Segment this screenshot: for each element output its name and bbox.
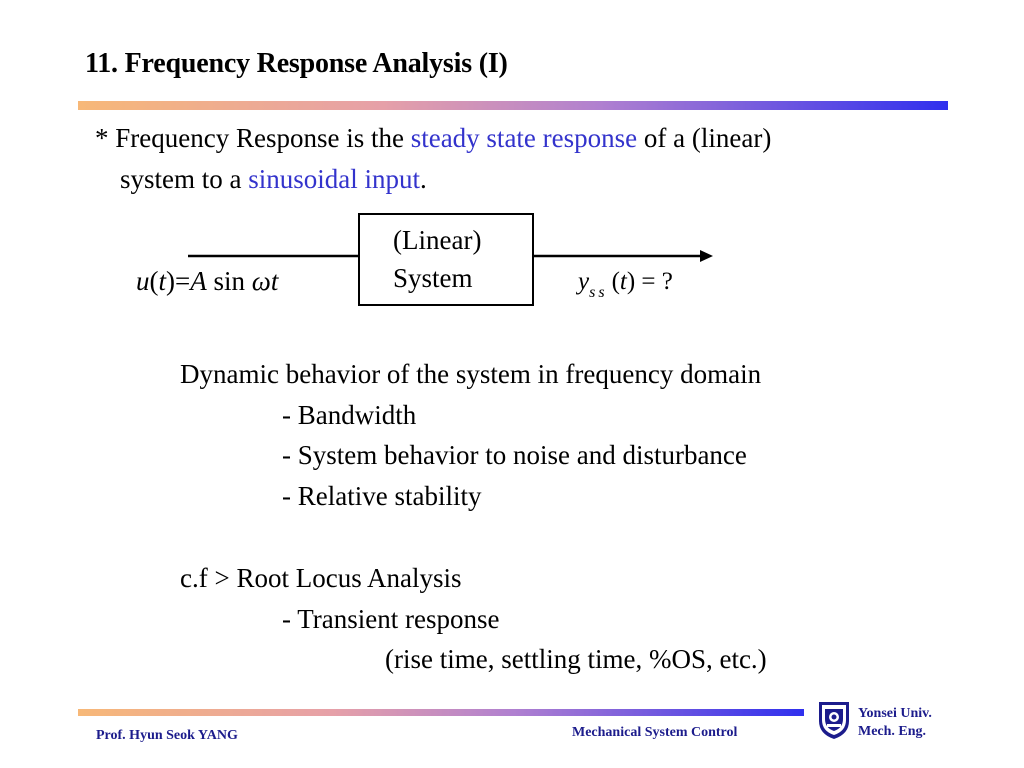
output-y-symbol: y (578, 268, 590, 295)
intro-line-1: * Frequency Response is the steady state… (95, 118, 771, 159)
highlight-steady-state: steady state response (410, 123, 638, 153)
intro-text-3: system to a (120, 164, 249, 194)
root-locus-section: c.f > Root Locus Analysis - Transient re… (180, 558, 767, 680)
footer-divider-bar (78, 709, 804, 716)
intro-text-1: * Frequency Response is the (95, 123, 411, 153)
input-sin-function: sin (206, 266, 252, 296)
title-divider-bar (78, 101, 948, 110)
section1-item-bandwidth: - Bandwidth (282, 399, 417, 430)
input-t-symbol: t (158, 266, 167, 296)
section1-heading: Dynamic behavior of the system in freque… (180, 359, 762, 389)
input-u-symbol: u (136, 266, 150, 296)
input-omega-symbol: ω (251, 266, 271, 296)
slide-title: 11. Frequency Response Analysis (I) (85, 48, 508, 79)
input-close-equals: )= (166, 266, 191, 296)
frequency-domain-section: Dynamic behavior of the system in freque… (180, 354, 761, 516)
output-ss-subscript: ss (589, 284, 608, 301)
input-open-paren: ( (149, 266, 159, 296)
input-signal-equation: u(t)=A sin ωt (136, 266, 278, 297)
output-arrowhead (700, 250, 713, 262)
footer-course: Mechanical System Control (572, 725, 738, 740)
section2-heading: c.f > Root Locus Analysis (180, 563, 462, 593)
yonsei-crest-icon (819, 702, 849, 739)
intro-line-2: system to a sinusoidal input. (95, 159, 771, 200)
linear-system-block: (Linear) System (358, 213, 534, 306)
intro-paragraph: * Frequency Response is the steady state… (95, 118, 771, 200)
output-open-paren: ( (611, 268, 620, 295)
section1-item-noise: - System behavior to noise and disturban… (282, 440, 747, 470)
footer-university: Yonsei Univ. Mech. Eng. (858, 705, 932, 741)
footer-univ-line-1: Yonsei Univ. (858, 706, 932, 721)
input-t-symbol-2: t (270, 266, 279, 296)
output-t-symbol: t (619, 268, 627, 295)
intro-text-2: of a (linear) (637, 123, 772, 153)
intro-text-4: . (420, 164, 427, 194)
section2-detail: (rise time, settling time, %OS, etc.) (385, 644, 767, 674)
highlight-sinusoidal-input: sinusoidal input (248, 164, 421, 194)
output-equals-question: ) = ? (626, 268, 673, 295)
footer-univ-line-2: Mech. Eng. (858, 724, 927, 739)
system-block-line-1: (Linear) (393, 225, 482, 255)
system-block-line-2: System (393, 263, 473, 293)
output-signal-equation: yss(t) = ? (578, 268, 673, 301)
system-block-label: (Linear) System (393, 221, 481, 297)
section1-item-stability: - Relative stability (282, 480, 482, 511)
footer-author: Prof. Hyun Seok YANG (96, 728, 238, 743)
input-amplitude-symbol: A (190, 266, 207, 296)
section2-item-transient: - Transient response (282, 603, 500, 634)
